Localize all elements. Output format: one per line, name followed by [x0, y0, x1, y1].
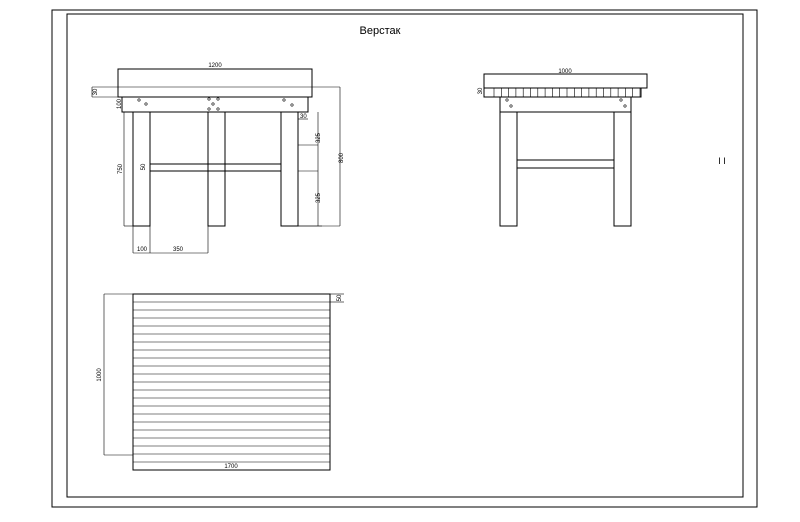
drawing-title: Верстак: [360, 25, 401, 37]
side-slats: [493, 88, 641, 97]
front-dim-leg-height: 750: [118, 163, 124, 174]
side-dim-top-width: 1000: [558, 69, 572, 75]
side-dim-top-thickness: 30: [478, 87, 484, 94]
front-dim-upper-gap: 325: [316, 132, 322, 143]
side-stretcher: [516, 159, 615, 169]
plan-slats: [133, 301, 330, 463]
front-dim-top-width: 1200: [208, 63, 222, 69]
front-dim-total-height: 800: [339, 152, 345, 163]
front-dim-leg-width: 100: [137, 247, 148, 253]
front-dim-apron-height: 100: [117, 98, 123, 109]
front-dim-apron-inset: 30: [300, 114, 307, 120]
front-leg-middle: [207, 111, 226, 227]
front-dim-stretcher-height: 50: [141, 163, 147, 170]
inner-frame: [66, 13, 744, 498]
side-slat-row: [483, 87, 642, 98]
side-bolt-holes: [505, 98, 627, 108]
outer-border: [51, 9, 758, 508]
side-view: 1000 30: [478, 69, 648, 227]
front-top-board: [117, 68, 313, 98]
front-dim-leg-spacing: 350: [173, 247, 184, 253]
front-leg-right: [280, 111, 299, 227]
side-leg-left: [499, 111, 518, 227]
front-view: 1200 30 100 30 750 50 325 325 800 100 35…: [91, 63, 345, 254]
plan-dim-depth: 1000: [97, 368, 103, 382]
side-apron: [499, 96, 632, 113]
plan-dim-board-width: 50: [337, 294, 343, 301]
front-dim-lower-gap: 325: [316, 192, 322, 203]
front-dimension-lines: [91, 86, 341, 254]
plan-view: 1000 50 1700: [97, 293, 344, 471]
front-apron: [121, 96, 309, 113]
side-top-board: [483, 73, 648, 89]
front-dim-top-thickness: 30: [93, 88, 99, 95]
side-leg-right: [613, 111, 632, 227]
sheet-mark: I I: [718, 156, 726, 166]
front-bolt-holes: [137, 97, 294, 111]
plan-dim-width: 1700: [224, 464, 238, 470]
